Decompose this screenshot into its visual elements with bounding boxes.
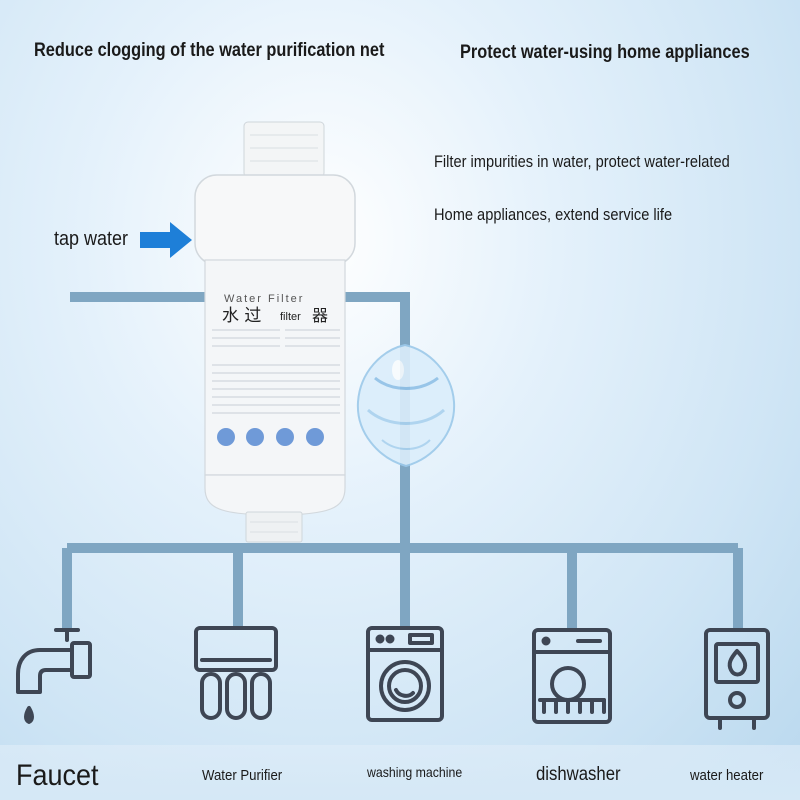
water-splash-icon [356, 343, 456, 468]
water-purifier-icon [194, 626, 278, 720]
label-band [0, 745, 800, 800]
appliance-label-washing-machine: washing machine [367, 764, 463, 780]
appliance-label-faucet: Faucet [16, 759, 99, 792]
water-heater-icon [704, 628, 770, 730]
water-filter: Water Filter 水 过 filter 器 [194, 121, 356, 543]
dishwasher-icon [532, 628, 612, 724]
headline-right: Protect water-using home appliances [460, 42, 750, 63]
tap-water-label: tap water [54, 228, 129, 250]
appliance-label-water-heater: water heater [690, 767, 764, 784]
filter-feature-icons [217, 428, 324, 446]
headline-left: Reduce clogging of the water purificatio… [34, 40, 385, 61]
appliance-label-dishwasher: dishwasher [536, 764, 621, 785]
filter-chinese-text: 水 过 [222, 306, 261, 326]
washing-machine-icon [366, 626, 444, 722]
appliance-label-water-purifier: Water Purifier [202, 767, 283, 784]
filter-chinese-text-2: 器 [312, 306, 328, 325]
flow-arrow-icon [140, 222, 192, 258]
feature-line-2: Home appliances, extend service life [434, 205, 673, 224]
faucet-icon [16, 628, 92, 724]
feature-line-1: Filter impurities in water, protect wate… [434, 152, 730, 171]
filter-title: Water Filter [224, 293, 304, 305]
filter-sub-text: filter [280, 311, 301, 323]
